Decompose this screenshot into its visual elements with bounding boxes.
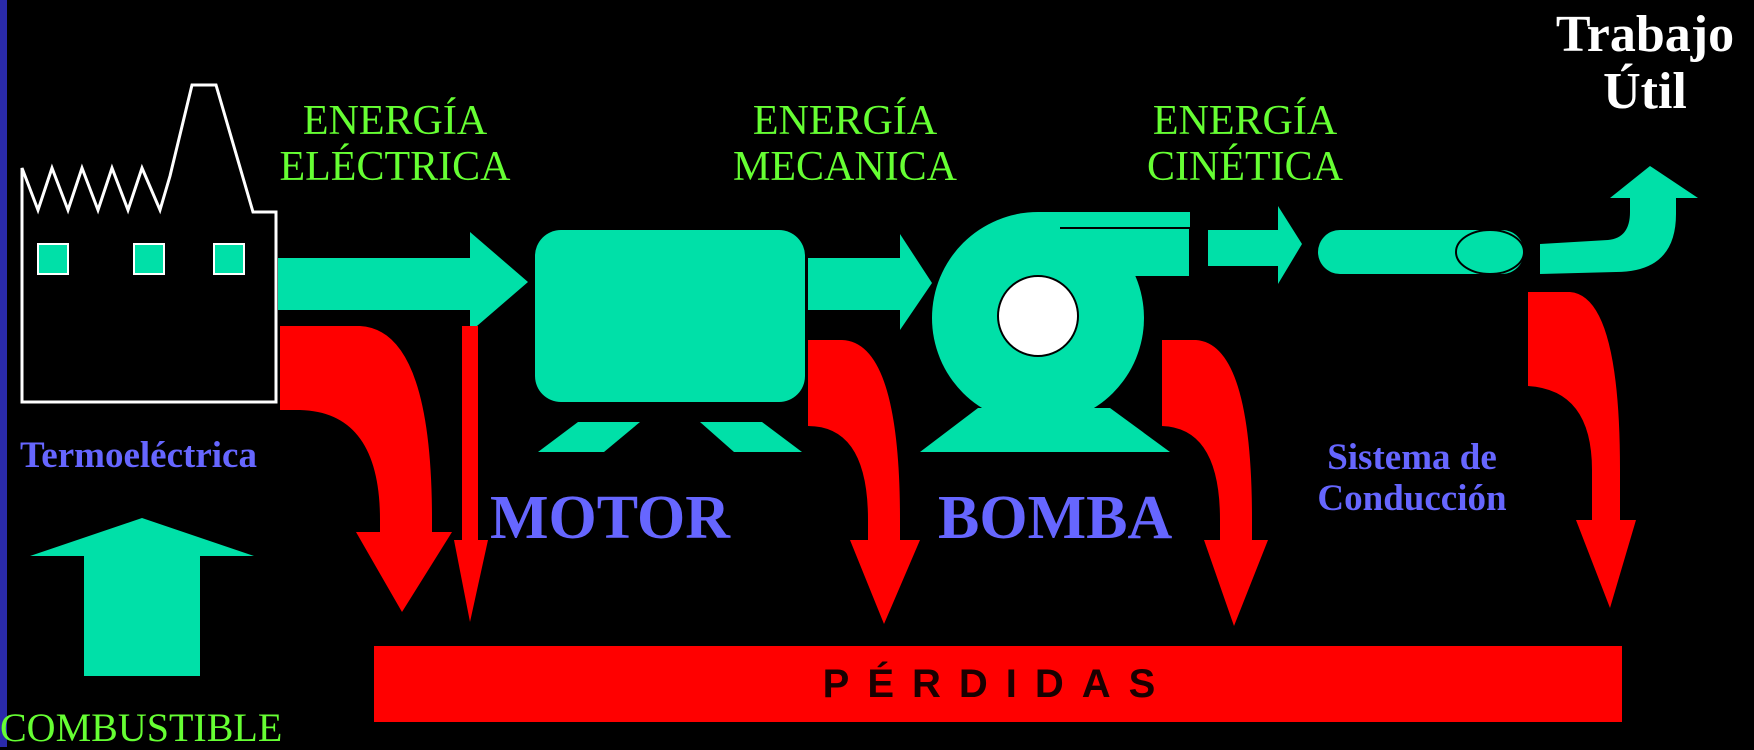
pipe-end: [1455, 229, 1525, 275]
left-edge-bar: [0, 0, 7, 747]
factory-window-2: [133, 243, 165, 275]
pump-label: BOMBA: [938, 484, 1173, 552]
kinetic-energy-line1: ENERGÍA: [1152, 98, 1338, 144]
factory-window-3: [213, 243, 245, 275]
motor-left-foot: [538, 422, 640, 452]
kinetic-energy-arrow: [1208, 206, 1302, 284]
conduction-system-label: Sistema de Conducción: [1282, 437, 1542, 519]
kinetic-energy-line2: CINÉTICA: [1147, 144, 1343, 191]
pump-volute: [1038, 212, 1190, 270]
electrical-energy-arrow: [278, 232, 528, 332]
loss-arrow-transmission: [454, 326, 488, 622]
factory-window-1: [37, 243, 69, 275]
loss-arrow-conduction: [1528, 292, 1636, 608]
loss-arrow-pump: [1162, 340, 1268, 626]
kinetic-energy-label: ENERGÍA CINÉTICA: [1120, 98, 1370, 190]
useful-work-line2: Útil: [1603, 63, 1687, 121]
pump-impeller: [997, 275, 1079, 357]
motor-right-foot: [700, 422, 802, 452]
fuel-input-arrow: [30, 518, 254, 676]
pump-base: [920, 408, 1170, 452]
electrical-energy-label: ENERGÍA ELÉCTRICA: [270, 98, 520, 190]
loss-arrow-motor: [808, 340, 920, 624]
mechanical-energy-line2: MECANICA: [732, 144, 957, 191]
motor-body: [535, 230, 805, 402]
thermoelectric-label: Termoeléctrica: [20, 435, 257, 476]
useful-work-line1: Trabajo: [1555, 6, 1735, 63]
fuel-label: COMBUSTIBLE: [0, 705, 283, 750]
useful-work-label: Trabajo Útil: [1540, 6, 1750, 120]
electrical-energy-line1: ENERGÍA: [302, 98, 488, 144]
motor-label: MOTOR: [490, 484, 730, 552]
useful-work-arrow: [1540, 166, 1698, 274]
mechanical-energy-label: ENERGÍA MECANICA: [720, 98, 970, 190]
conduction-system-line1: Sistema de: [1327, 437, 1497, 478]
losses-bar: [374, 646, 1622, 722]
electrical-energy-line2: ELÉCTRICA: [279, 144, 511, 191]
conduction-system-line2: Conducción: [1317, 477, 1507, 519]
losses-label: PÉRDIDAS: [822, 662, 1174, 706]
loss-arrow-plant: [280, 326, 452, 612]
mechanical-energy-arrow: [808, 234, 932, 330]
mechanical-energy-line1: ENERGÍA: [752, 98, 938, 144]
